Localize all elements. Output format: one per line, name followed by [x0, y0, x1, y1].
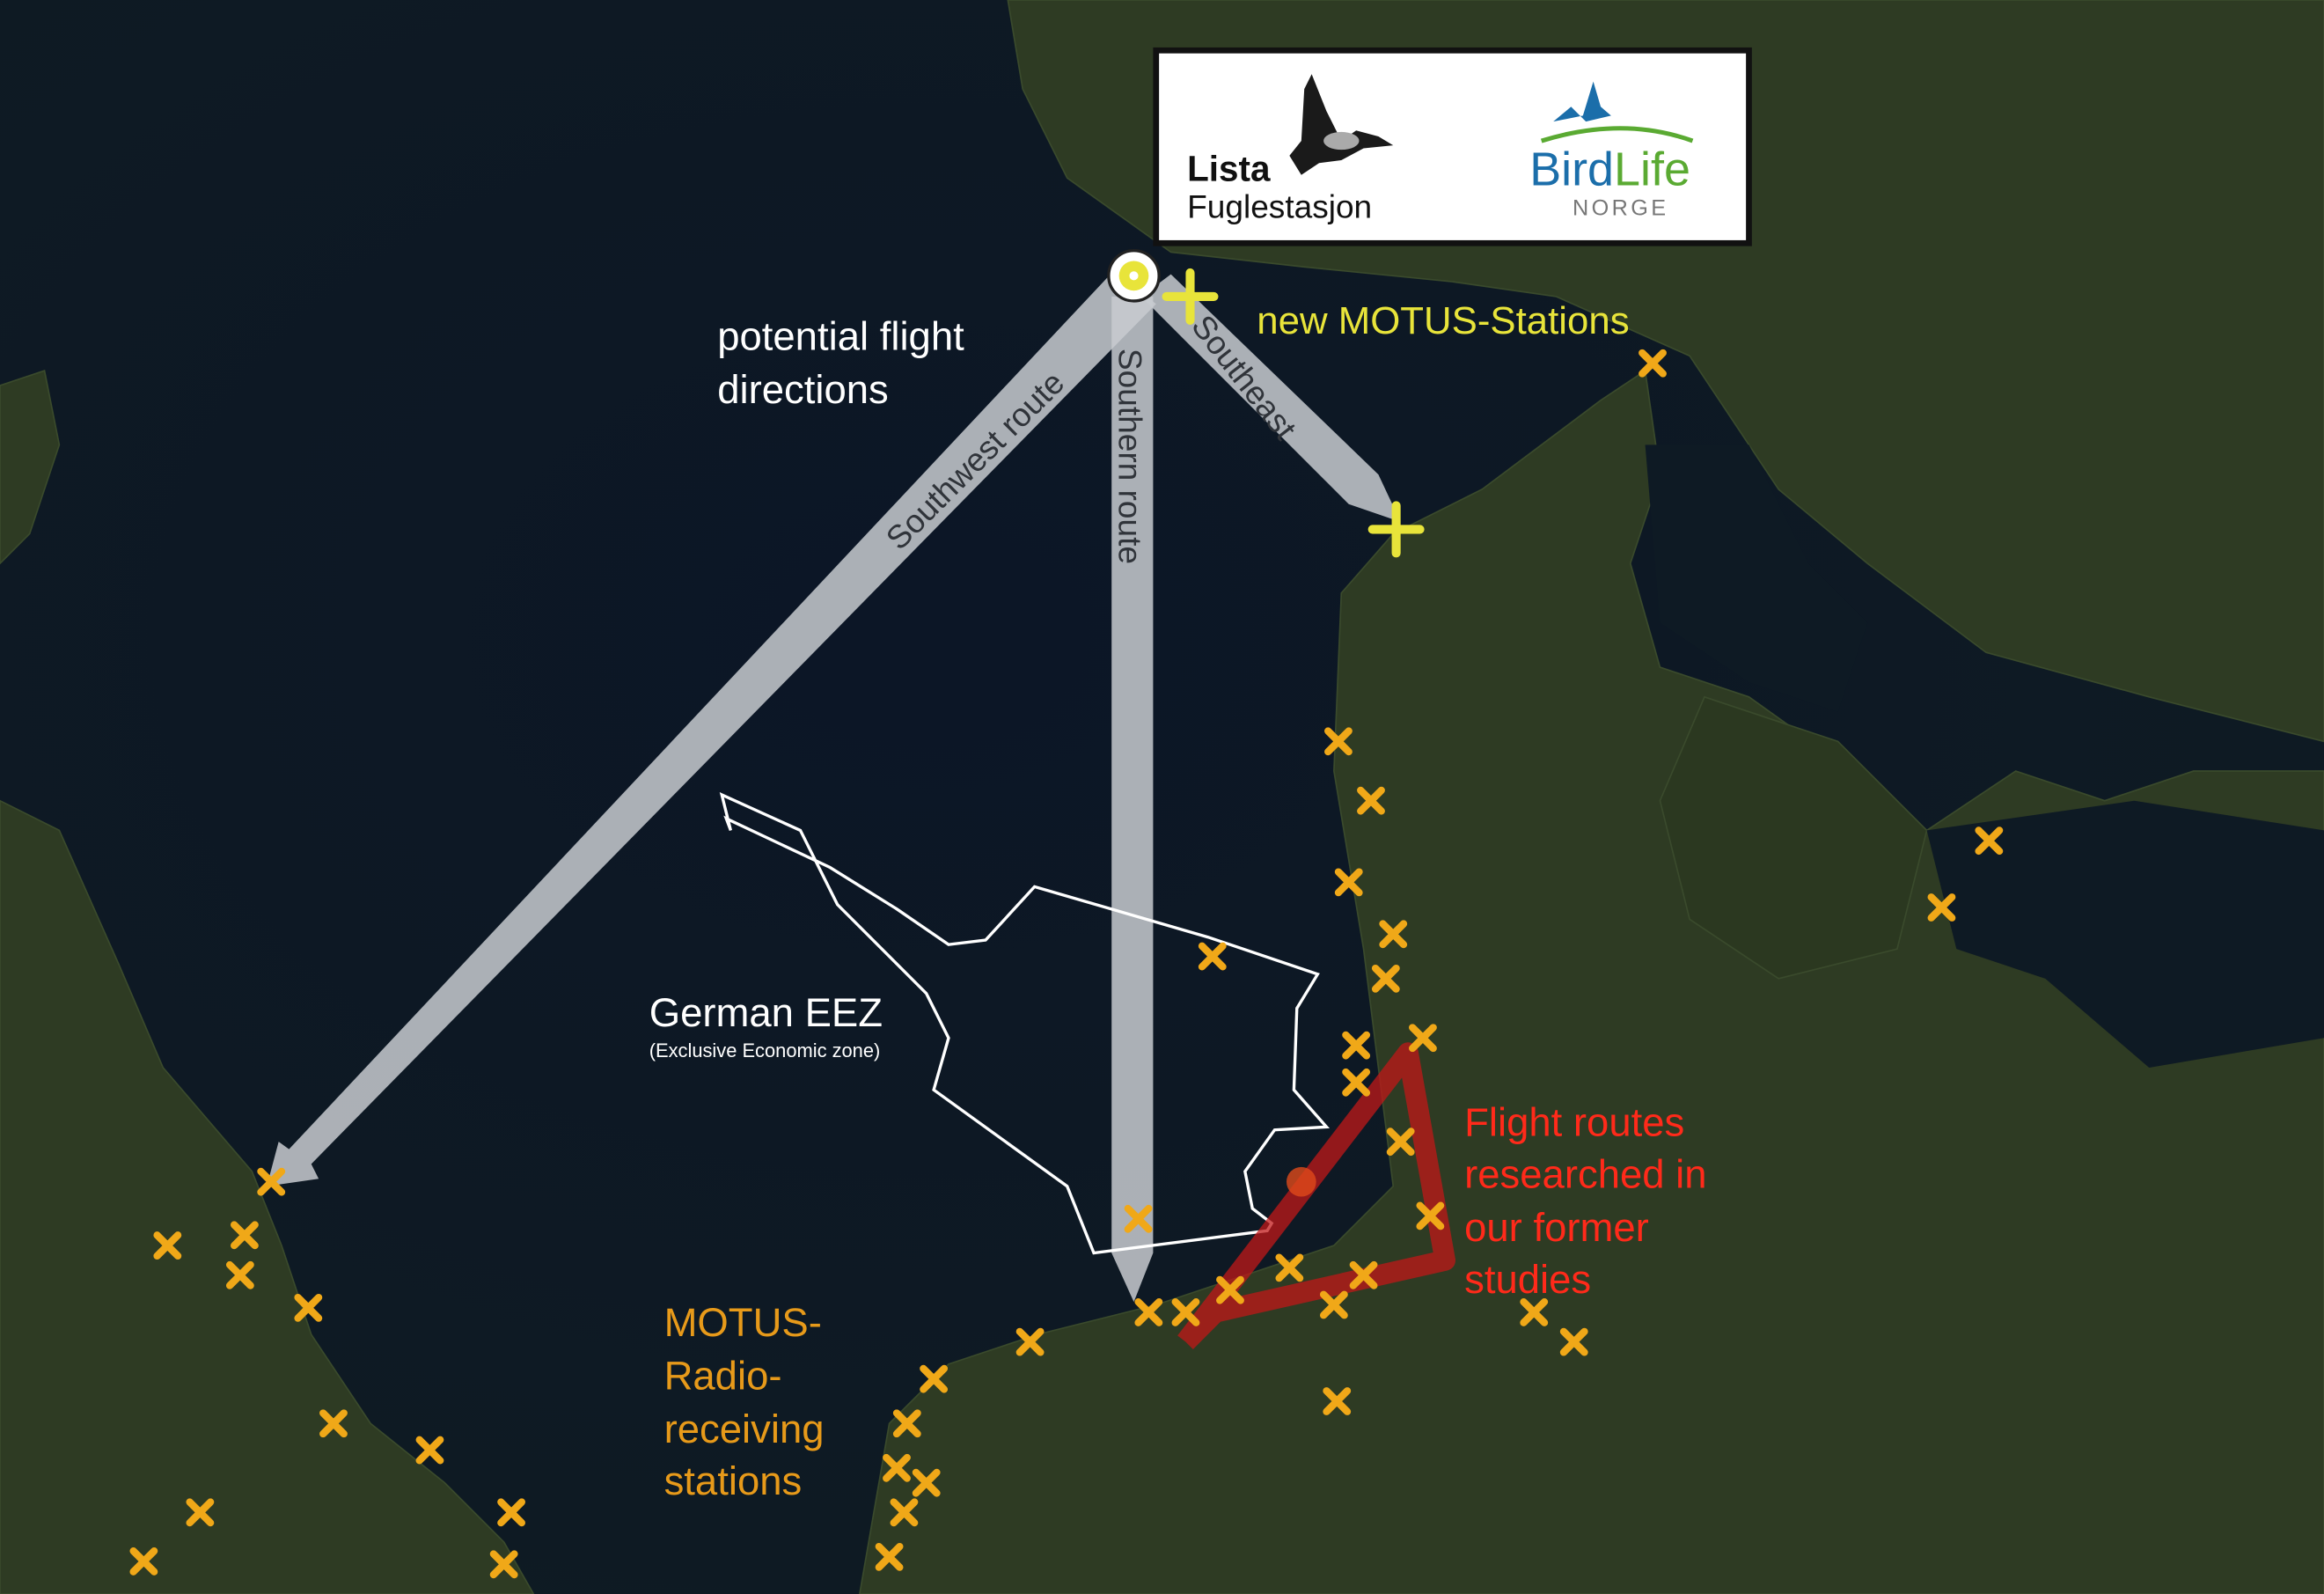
- motus-station-icon: [1357, 786, 1385, 815]
- motus-station-icon: [1124, 1204, 1153, 1233]
- birdlife-swoosh: [1540, 126, 1694, 143]
- research-route-node: [1286, 1166, 1316, 1197]
- motus-stations: [129, 349, 2004, 1579]
- motus-station-icon: [1927, 893, 1956, 922]
- motus-station-icon: [225, 1260, 254, 1289]
- lista-logo-line2: Fuglestasjon: [1187, 188, 1372, 225]
- motus-station-icon: [186, 1498, 215, 1527]
- motus-station-icon: [1334, 868, 1363, 897]
- lista-bird-logo: [1289, 74, 1394, 175]
- motus-station-icon: [890, 1498, 919, 1527]
- motus-station-icon: [892, 1409, 921, 1438]
- lista-station-icon: [1107, 249, 1161, 303]
- motus-station-icon: [319, 1409, 348, 1438]
- motus-station-icon: [1349, 1260, 1378, 1289]
- new-stations-label: new MOTUS-Stations: [1257, 299, 1629, 342]
- motus-station-icon: [912, 1468, 941, 1497]
- motus-label-line: Radio-: [664, 1354, 782, 1399]
- flight-routes-label-line: Flight routes: [1464, 1099, 1684, 1144]
- motus-station-icon: [1323, 1387, 1352, 1415]
- new-motus-station-icon: [1367, 501, 1425, 558]
- motus-station-icon: [1639, 349, 1667, 378]
- new-motus-stations: [1162, 268, 1425, 558]
- flight-routes-label-line: studies: [1464, 1257, 1591, 1302]
- southern-route-label: Southern route: [1112, 349, 1149, 564]
- motus-label-line: MOTUS-: [664, 1300, 822, 1345]
- motus-station-icon: [1379, 920, 1408, 949]
- motus-station-icon: [129, 1547, 158, 1576]
- land-uk: [0, 799, 535, 1594]
- motus-station-icon: [1171, 1297, 1200, 1326]
- motus-label-line: stations: [664, 1458, 803, 1503]
- motus-station-icon: [920, 1364, 949, 1393]
- land-uk-north: [0, 370, 61, 565]
- motus-station-icon: [1342, 1068, 1371, 1097]
- research-flight-routes: [1177, 1042, 1455, 1349]
- motus-station-icon: [1975, 826, 2004, 856]
- motus-station-icon: [883, 1453, 911, 1482]
- motus-label-line: receiving: [664, 1407, 825, 1451]
- birdlife-word-bird: Bird: [1529, 143, 1614, 196]
- land-islands: [1659, 695, 1928, 980]
- motus-station-icon: [1520, 1297, 1549, 1326]
- lista-logo-line1: Lista: [1187, 149, 1271, 189]
- motus-station-icon: [497, 1498, 526, 1527]
- birdlife-logo-text: BirdLife: [1529, 143, 1690, 196]
- motus-station-icon: [1216, 1275, 1244, 1304]
- flight-routes-label-line: our former: [1464, 1205, 1649, 1250]
- birdlife-bird-logo: [1549, 81, 1611, 122]
- flight-routes-label-line: researched in: [1464, 1151, 1706, 1196]
- motus-station-icon: [1134, 1297, 1163, 1326]
- motus-station-icon: [230, 1221, 259, 1250]
- motus-station-icon: [1324, 727, 1353, 756]
- logo-box: Lista Fuglestasjon BirdLife NORGE: [1153, 47, 1752, 246]
- motus-stations-label: MOTUS- Radio- receiving stations: [664, 1300, 825, 1503]
- motus-station-icon: [153, 1231, 182, 1260]
- motus-station-icon: [257, 1167, 286, 1196]
- new-motus-station-icon: [1162, 268, 1219, 325]
- motus-station-icon: [415, 1436, 444, 1465]
- birdlife-word-life: Life: [1614, 143, 1690, 196]
- potential-directions-label-2: directions: [717, 367, 889, 412]
- motus-station-icon: [1015, 1327, 1045, 1356]
- motus-station-icon: [1416, 1201, 1445, 1230]
- motus-station-icon: [875, 1542, 904, 1571]
- eez-subtitle: (Exclusive Economic zone): [649, 1039, 881, 1061]
- motus-station-icon: [1342, 1031, 1371, 1060]
- motus-station-icon: [1386, 1128, 1415, 1157]
- motus-station-icon: [1409, 1024, 1437, 1053]
- route-arrows: [267, 269, 1401, 1303]
- motus-station-icon: [1371, 964, 1400, 993]
- potential-directions-label-1: potential flight: [717, 314, 964, 359]
- flight-routes-label: Flight routes researched in our former s…: [1464, 1099, 1706, 1302]
- southern-route-arrow: [1111, 296, 1154, 1303]
- southwest-route-arrow: [267, 269, 1156, 1186]
- motus-station-icon: [1319, 1290, 1348, 1319]
- southeast-route-arrow: [1140, 274, 1401, 522]
- birdlife-country: NORGE: [1573, 195, 1668, 220]
- motus-station-icon: [1275, 1253, 1304, 1282]
- eez-title: German EEZ: [649, 990, 883, 1035]
- motus-station-icon: [1198, 942, 1227, 971]
- motus-station-icon: [294, 1293, 323, 1322]
- motus-station-icon: [489, 1550, 518, 1579]
- dark-water-baltic: [1645, 444, 2324, 1068]
- motus-station-icon: [1559, 1327, 1588, 1356]
- german-eez-outline: [719, 792, 1331, 1255]
